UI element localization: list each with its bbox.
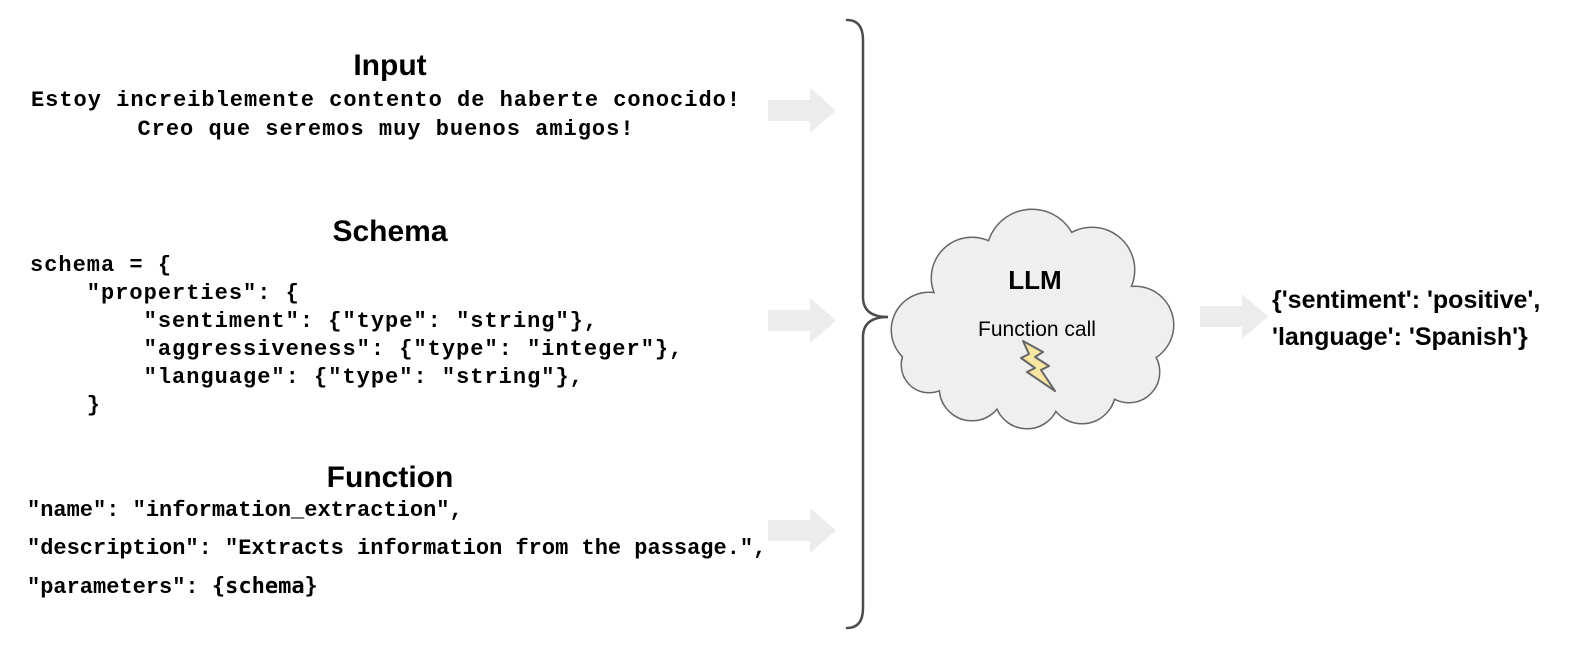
arrow-shape bbox=[768, 508, 836, 553]
arrow-shape bbox=[768, 298, 836, 343]
function-parameters-line: "parameters": {schema} bbox=[27, 568, 766, 607]
schema-code-line: "aggressiveness": {"type": "integer"}, bbox=[30, 337, 684, 362]
arrow-shape bbox=[1200, 294, 1268, 339]
function-name-line: "name": "information_extraction", bbox=[27, 498, 463, 523]
input-text-block: Estoy increiblemente contento de haberte… bbox=[30, 86, 742, 144]
lightning-bolt-icon bbox=[1020, 340, 1056, 392]
llm-cloud: LLM Function call bbox=[890, 208, 1175, 430]
llm-title: LLM bbox=[1008, 265, 1061, 295]
input-text-line-2: Creo que seremos muy buenos amigos! bbox=[137, 117, 635, 142]
output-text-block: {'sentiment': 'positive', 'language': 'S… bbox=[1272, 282, 1540, 356]
output-line-1: {'sentiment': 'positive', bbox=[1272, 286, 1541, 314]
schema-section-title: Schema bbox=[332, 215, 448, 248]
schema-code-block: schema = { "properties": { "sentiment": … bbox=[30, 252, 683, 420]
function-arrow-icon bbox=[768, 508, 836, 553]
input-text-line-1: Estoy increiblemente contento de haberte… bbox=[30, 88, 742, 113]
schema-code-line: "sentiment": {"type": "string"}, bbox=[30, 309, 599, 334]
arrow-shape bbox=[768, 88, 836, 133]
output-arrow-icon bbox=[1200, 294, 1268, 339]
function-parameters-schema-var: {schema} bbox=[211, 574, 318, 599]
schema-arrow-icon bbox=[768, 298, 836, 343]
function-parameters-prefix: "parameters": bbox=[27, 575, 212, 600]
schema-code-line: "properties": { bbox=[30, 281, 300, 306]
input-arrow-icon bbox=[768, 88, 836, 133]
schema-code-line: "language": {"type": "string"}, bbox=[30, 365, 584, 390]
input-section-title: Input bbox=[353, 49, 427, 82]
function-section-title: Function bbox=[326, 461, 454, 494]
output-line-2: 'language': 'Spanish'} bbox=[1272, 323, 1528, 351]
schema-code-line: } bbox=[30, 393, 102, 418]
curly-brace bbox=[845, 18, 889, 630]
function-description-line: "description": "Extracts information fro… bbox=[27, 536, 767, 561]
schema-code-line: schema = { bbox=[30, 253, 173, 278]
llm-subtitle: Function call bbox=[978, 318, 1096, 341]
curly-brace-path bbox=[845, 18, 889, 630]
function-code-block: "name": "information_extraction", "descr… bbox=[27, 492, 766, 607]
